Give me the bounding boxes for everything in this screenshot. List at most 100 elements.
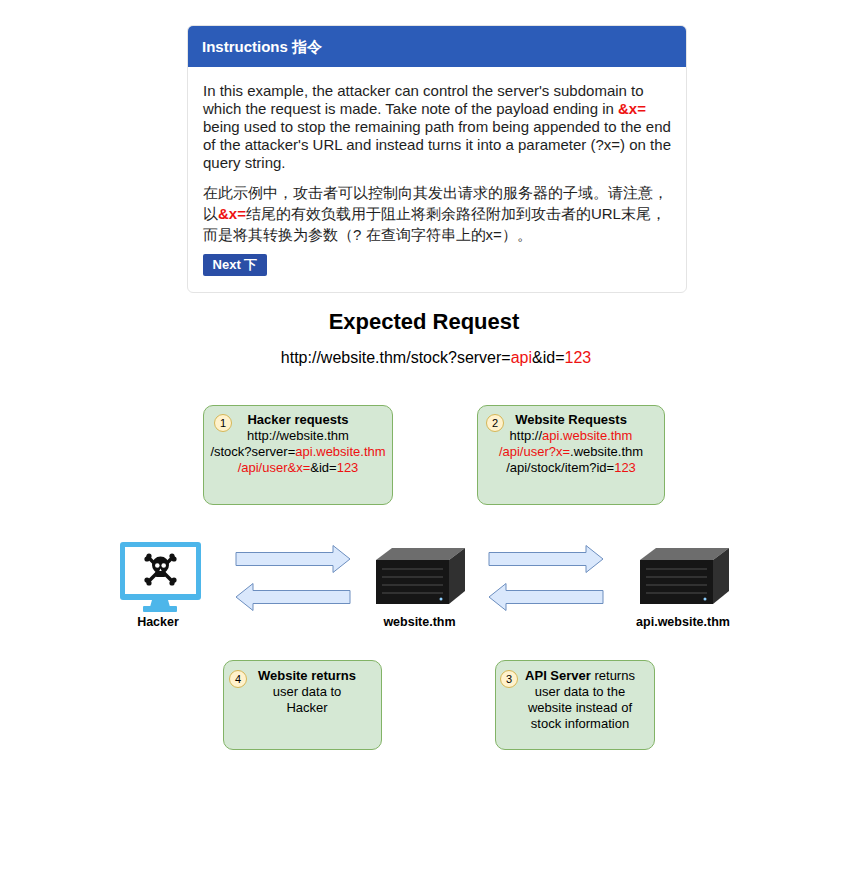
node-text: user data to Hacker [235,684,379,716]
text-run: /stock?server= [210,444,295,459]
text-run: 123 [565,349,592,366]
text-run: returns [591,668,635,683]
text-run: Hacker [286,700,327,715]
crossbone [148,557,173,582]
text-run: &x= [618,100,646,117]
server-led [440,598,443,601]
text-line: http://api.website.thm [510,428,633,444]
text-run: api.website.thm [295,444,385,459]
server-icon [376,548,465,604]
node-text: 1 [215,415,231,431]
node-text: http://api.website.thm /api/user?x=.webs… [482,428,660,476]
bone-end [146,553,151,558]
node-text: 3 [501,671,517,687]
text-run: user data to [273,684,342,699]
skull-eye [161,563,166,568]
callout-number: 3 [500,670,518,688]
server-front [376,560,449,604]
text-line: user data to [273,684,342,700]
text-run: In this example, the attacker can contro… [203,82,644,117]
text-run: /api/user?x= [499,444,570,459]
skull-nose [159,569,161,572]
hacker-node: Hacker [80,538,236,630]
text-line: /api/user?x=.website.thm [499,444,643,460]
node-text: Instructions 指令 [188,26,686,67]
text-line: user data to the [535,684,625,700]
text-run: http://website.thm [247,428,349,443]
text-run: Expected Request [329,309,520,334]
text-run: api.website.thm [542,428,632,443]
server-node: website.thm [350,538,489,630]
callout-number: 1 [214,414,232,432]
text-line: API Server returns [525,668,635,684]
text-run: Website returns [258,668,356,683]
text-run: /api/user&x= [238,460,311,475]
text-line: Hacker [286,700,327,716]
step-box: 1Hacker requestshttp://website.thm /stoc… [203,405,393,505]
monitor-frame [120,542,201,600]
text-run: stock information [531,716,629,731]
node-text: http://website.thm /stock?server=api.web… [208,428,388,476]
text-run: &id= [532,349,564,366]
server-side [449,548,465,604]
skull-eye [155,563,160,568]
server-grille [382,568,443,570]
bone-end [169,580,174,585]
text-run: &x= [218,205,246,222]
crossbone [148,557,173,582]
node-text: Next 下 [203,254,267,276]
text-run: 4 [235,673,241,685]
text-run: http://website.thm/stock?server= [281,349,511,366]
step-box: 4 Website returnsuser data to Hacker [223,660,382,750]
request-url: http://website.thm/stock?server=api&id=1… [6,348,866,368]
flow-arrow [489,546,603,573]
text-line: /stock?server=api.website.thm [210,444,385,460]
text-run: 123 [337,460,359,475]
text-run: http:// [510,428,543,443]
instruction-panel: Next 下 Instructions 指令 In this example, th… [187,25,687,293]
diagram-title: Expected Request [0,309,848,335]
text-run: 123 [614,460,636,475]
text-line: stock information [531,716,629,732]
text-run: being used to stop the remaining path fr… [203,118,671,171]
server-grille [382,592,443,594]
text-line: http://website.thm [247,428,349,444]
node-text: api.website.thm [636,615,730,629]
text-run: Hacker [137,615,179,629]
text-run: 3 [506,673,512,685]
text-run: 结尾的有效负载用于阻止将剩余路径附加到攻击者的URL末尾，而是将其转换为参数（?… [203,205,666,243]
node-text: Hacker [137,615,179,629]
text-run: api.website.thm [636,615,730,629]
node-text: website.thm [383,615,455,629]
text-run: 2 [492,417,498,429]
text-run: Instructions 指令 [202,38,322,55]
skull [152,557,169,574]
text-run: &id= [310,460,336,475]
node-text: 4 [230,671,246,687]
text-run: user data to the [535,684,625,699]
next-button: Next 下 [203,254,267,276]
monitor-base [143,606,177,612]
monitor-icon [120,542,201,612]
server-grille [382,584,443,586]
text-line: website instead of [528,700,632,716]
monitor-neck [150,600,170,607]
node-text: In this example, the attacker can contro… [203,82,671,172]
text-run: API Server [525,668,591,683]
node-text: 在此示例中，攻击者可以控制向其发出请求的服务器的子域。请注意，以&x=结尾的有效… [203,182,671,245]
text-run: Website Requests [515,412,627,427]
step-box: 2 Website Requestshttp://api.website.thm … [477,405,665,505]
flow-arrow [236,584,350,611]
node-text: 2 [487,415,503,431]
server-grille [382,576,443,578]
flow-arrow [236,546,350,573]
node-text: API Server returns user data to the webs… [508,668,652,732]
text-line: /api/stock/item?id=123 [506,460,636,476]
node-text: Hacker requests [208,412,388,428]
text-run: /api/stock/item?id= [506,460,614,475]
flow-arrow [489,584,603,611]
node-text: Website Requests [482,412,660,428]
bone-end [169,553,174,558]
callout-number: 2 [486,414,504,432]
